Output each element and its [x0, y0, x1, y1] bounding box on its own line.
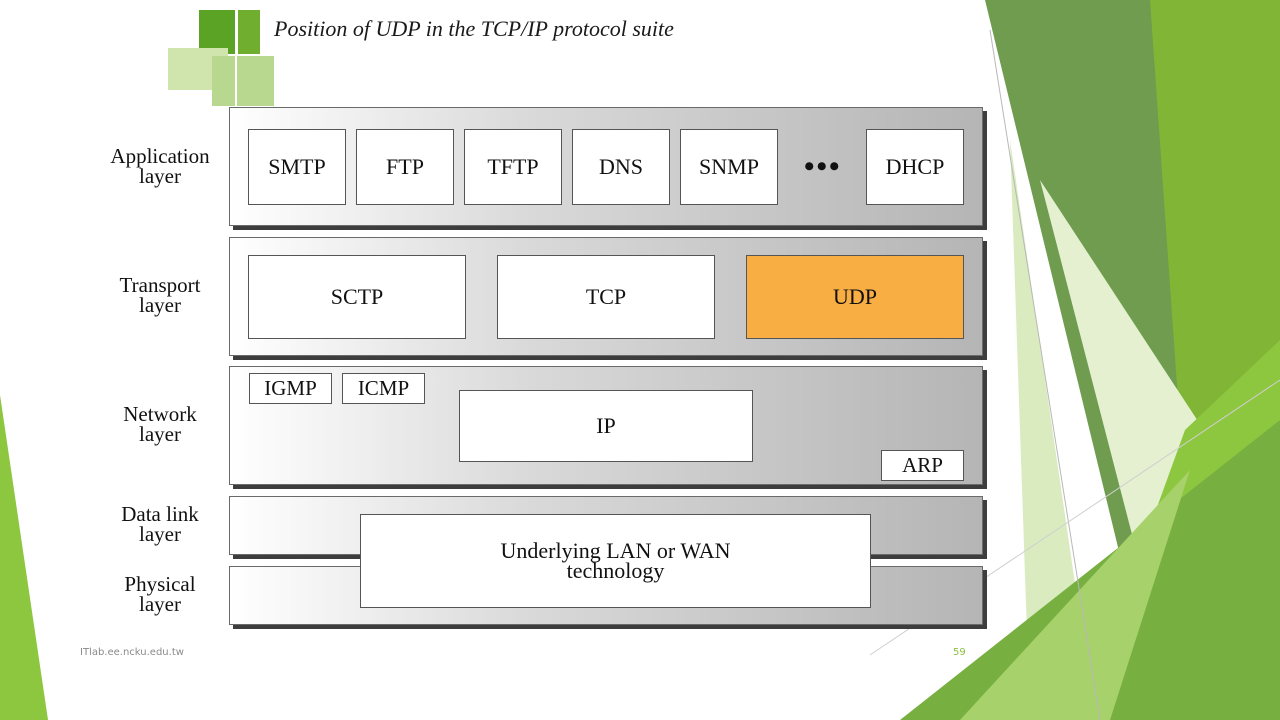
protocol-dns: DNS: [572, 129, 670, 205]
more-protocols-ellipsis: •••: [804, 150, 842, 183]
underlying-line: technology: [566, 558, 665, 583]
label-line: Application: [110, 144, 210, 168]
underlying-lan-wan-box: Underlying LAN or WAN technology: [360, 514, 871, 608]
data-link-layer-label: Data link layer: [90, 502, 230, 546]
right-light-wedge: [1010, 140, 1095, 720]
protocol-udp: UDP: [746, 255, 964, 339]
left-green-wedge: [0, 395, 48, 720]
protocol-sctp: SCTP: [248, 255, 466, 339]
label-line: Physical: [124, 572, 196, 596]
protocol-icmp: ICMP: [342, 373, 425, 404]
label-line: Network: [123, 402, 197, 426]
label-line: Data link: [121, 502, 199, 526]
protocol-smtp: SMTP: [248, 129, 346, 205]
protocol-dhcp: DHCP: [866, 129, 964, 205]
physical-layer-label: Physical layer: [90, 572, 230, 616]
protocol-ftp: FTP: [356, 129, 454, 205]
transport-layer-label: Transport layer: [90, 273, 230, 317]
label-line: layer: [139, 592, 181, 616]
label-line: layer: [139, 164, 181, 188]
label-line: layer: [139, 522, 181, 546]
label-line: layer: [139, 293, 181, 317]
label-line: layer: [139, 422, 181, 446]
thin-line-1: [989, 29, 1101, 720]
corner-square-dark: [199, 10, 235, 54]
protocol-tftp: TFTP: [464, 129, 562, 205]
page-number: 59: [953, 647, 966, 658]
protocol-tcp: TCP: [497, 255, 715, 339]
bottom-light-wedge: [960, 470, 1190, 720]
corner-square-light: [212, 56, 274, 106]
label-line: Transport: [119, 273, 201, 297]
protocol-arp: ARP: [881, 450, 964, 481]
corner-square-mid: [238, 10, 260, 54]
protocol-ip: IP: [459, 390, 753, 462]
network-layer-label: Network layer: [90, 402, 230, 446]
bottom-right-wedge: [900, 420, 1280, 720]
protocol-snmp: SNMP: [680, 129, 778, 205]
slide-title: Position of UDP in the TCP/IP protocol s…: [274, 16, 674, 41]
application-layer-label: Application layer: [90, 144, 230, 188]
protocol-igmp: IGMP: [249, 373, 332, 404]
footer-site: ITlab.ee.ncku.edu.tw: [80, 647, 184, 658]
underlying-line: Underlying LAN or WAN: [500, 538, 731, 563]
